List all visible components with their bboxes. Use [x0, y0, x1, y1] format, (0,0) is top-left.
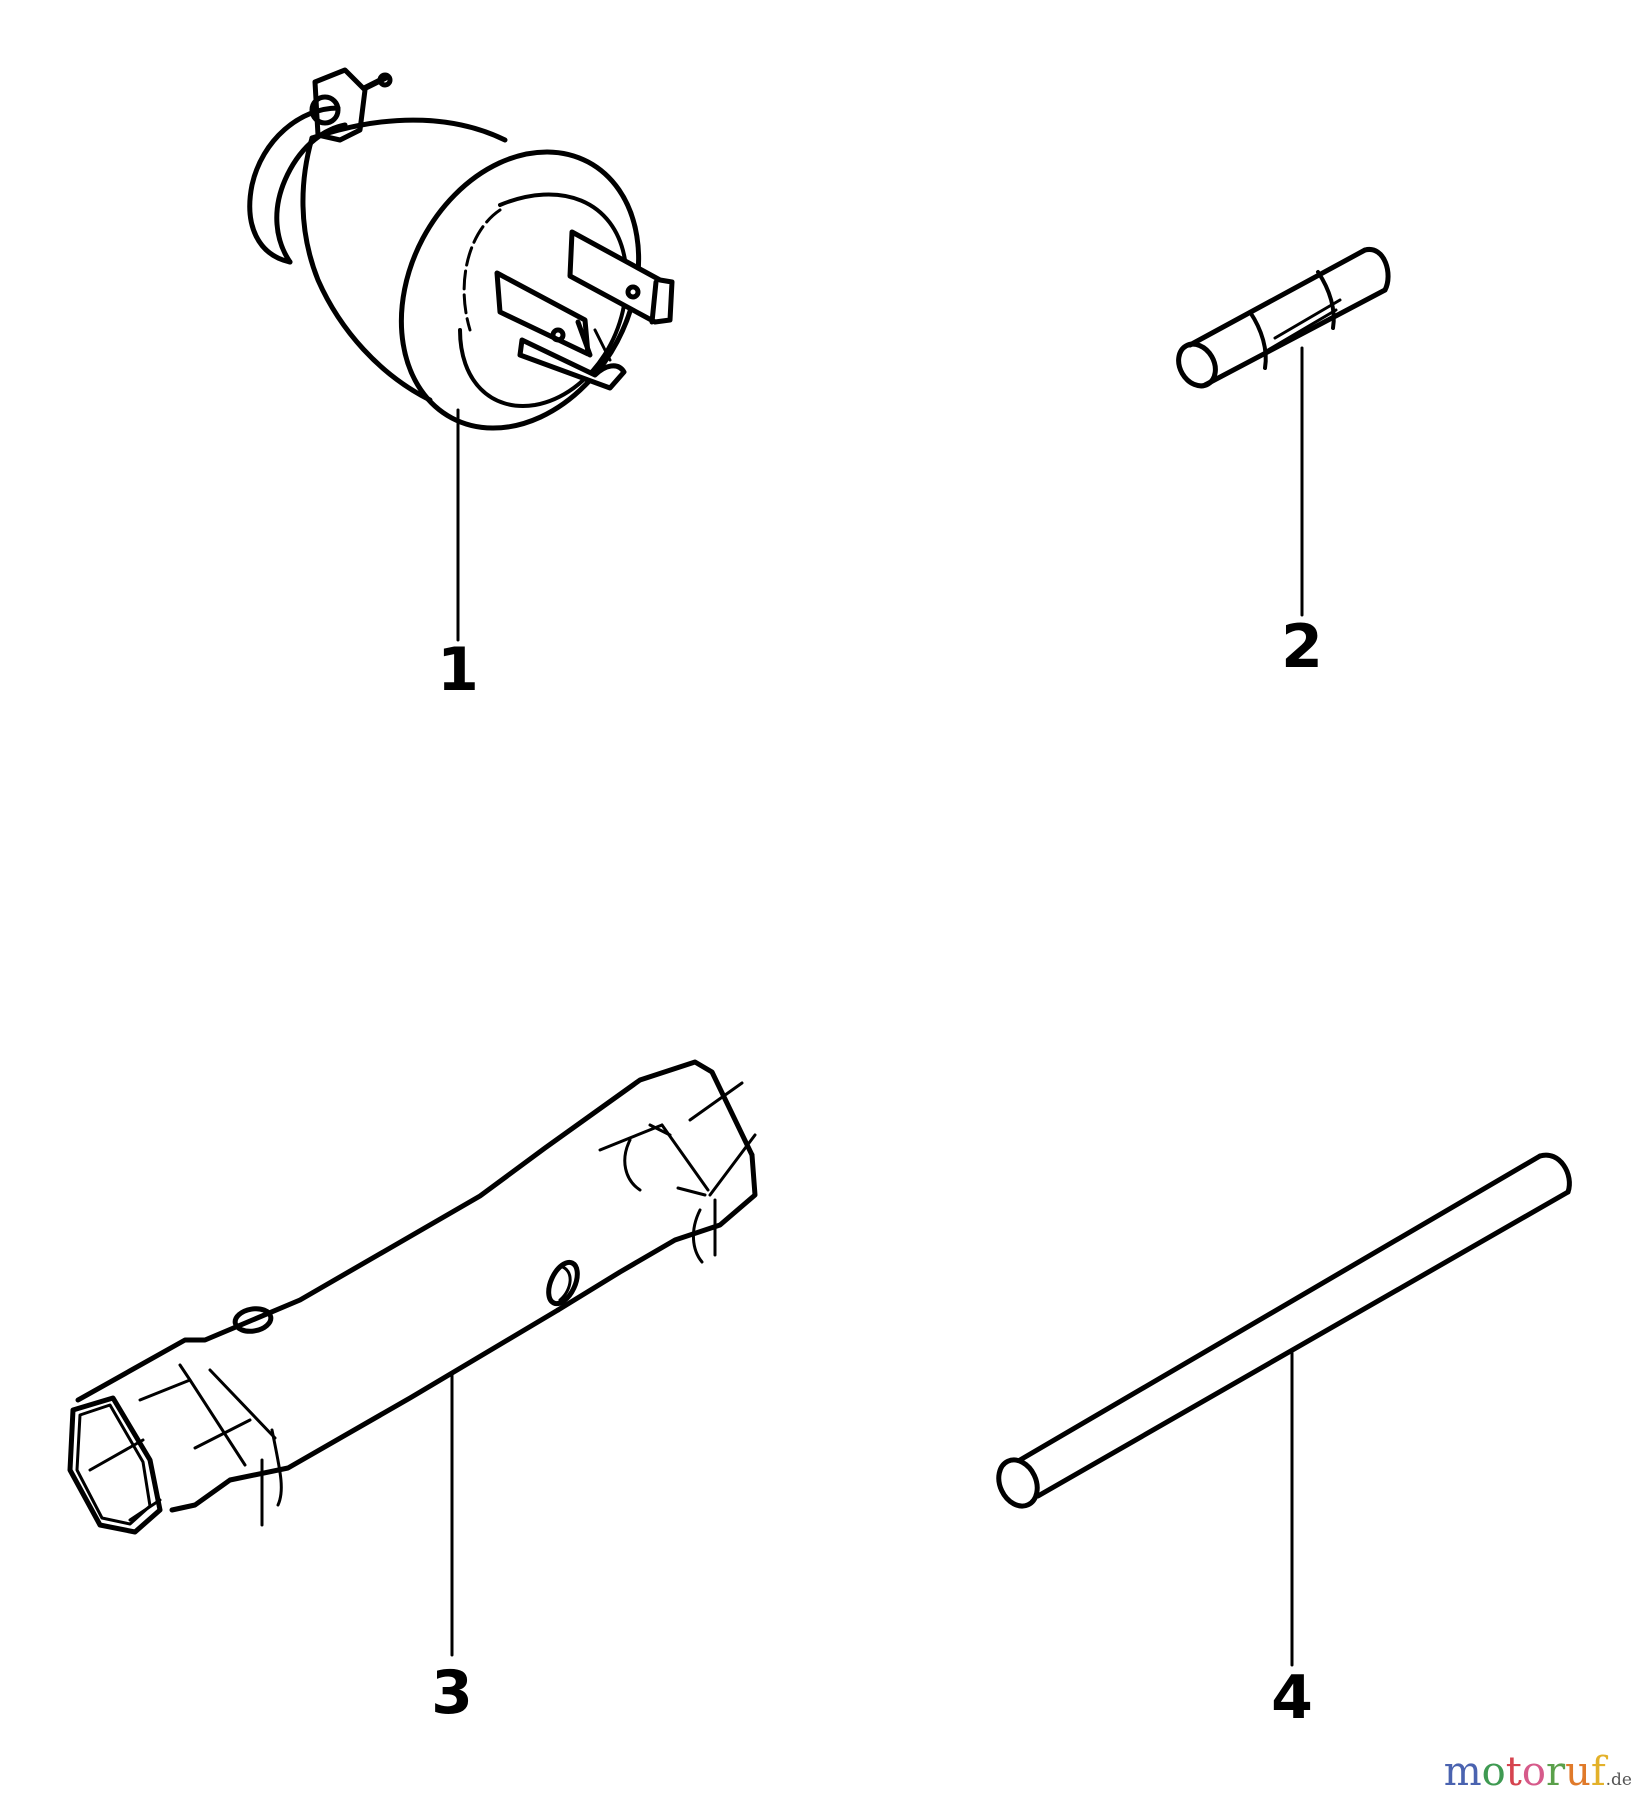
- watermark-letter: o: [1481, 1749, 1506, 1795]
- fuse-illustration: [1176, 247, 1391, 389]
- part-number-1: 1: [437, 635, 479, 705]
- watermark-letter: f: [1590, 1749, 1606, 1795]
- watermark-letter: o: [1521, 1749, 1546, 1795]
- socket-wrench-illustration: [67, 1059, 758, 1535]
- watermark-tld: .de: [1605, 1770, 1632, 1790]
- watermark-letter: r: [1545, 1749, 1566, 1795]
- watermark-letter: t: [1505, 1749, 1522, 1795]
- part-number-3: 3: [431, 1658, 473, 1728]
- watermark-letter: u: [1565, 1749, 1591, 1795]
- part-number-4: 4: [1271, 1663, 1313, 1733]
- plug-illustration: [247, 67, 675, 431]
- part-number-2: 2: [1281, 612, 1323, 682]
- watermark-logo: motoruf.de: [1444, 1752, 1632, 1792]
- watermark-letter: m: [1443, 1749, 1482, 1795]
- rod-illustration: [996, 1152, 1572, 1509]
